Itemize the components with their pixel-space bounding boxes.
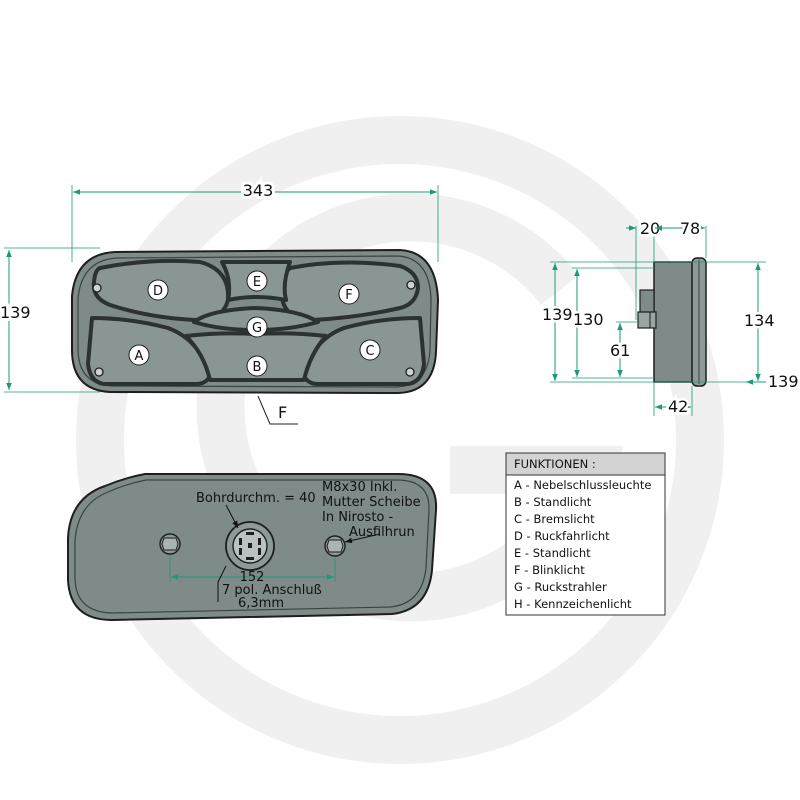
- segment-labels: D E F G A B C: [128, 270, 381, 377]
- rear-view: 152 Bohrdurchm. = 40 M8x30 Inkl. Mutter …: [67, 473, 438, 622]
- segment-label-e: E: [253, 275, 261, 290]
- segment-label-b: B: [253, 360, 262, 375]
- dim-61: 61: [610, 341, 630, 360]
- legend-item-f: F - Blinklicht: [514, 563, 585, 577]
- functions-legend: FUNKTIONEN : A - Nebelschlussleuchte B -…: [505, 452, 666, 616]
- bolt-note-line-2: Mutter Scheibe: [322, 495, 421, 510]
- seven-pin-connector: [225, 521, 275, 571]
- bolt-note-line-4: Ausfilhrun: [349, 525, 415, 540]
- side-connector: [637, 311, 657, 329]
- screw-top-left: [92, 283, 102, 293]
- dim-134: 134: [744, 311, 775, 330]
- screw-top-right: [406, 280, 416, 290]
- dim-42: 42: [668, 397, 688, 416]
- segment-label-d: D: [153, 284, 163, 299]
- connector-note-line-2: 6,3mm: [238, 596, 284, 611]
- segment-label-f: F: [345, 288, 352, 303]
- width-dimension: 343: [243, 181, 274, 200]
- bore-diameter-note: Bohrdurchm. = 40: [196, 491, 316, 506]
- segment-label-c: C: [365, 344, 374, 359]
- bolt-note-line-1: M8x30 Inkl.: [322, 480, 397, 495]
- f-callout-leader: [257, 395, 298, 425]
- bolt-note-line-3: In Nirosto -: [322, 510, 394, 525]
- dim-139-right: 139: [768, 372, 799, 391]
- legend-header: [505, 452, 666, 476]
- right-mounting-stud: [324, 535, 346, 557]
- dim-130: 130: [573, 310, 604, 329]
- dim-139-left: 139: [542, 305, 573, 324]
- screw-bottom-right: [405, 367, 415, 377]
- legend-item-b: B - Standlicht: [514, 495, 592, 509]
- segment-label-g: G: [252, 321, 262, 336]
- side-view: 20 78 139 130 61 134 139 42: [540, 217, 799, 419]
- f-callout-label: F: [278, 403, 287, 422]
- legend-item-h: H - Kennzeichenlicht: [514, 597, 632, 611]
- dim-20: 20: [640, 219, 660, 238]
- legend-item-e: E - Standlicht: [514, 546, 591, 560]
- screw-bottom-left: [94, 367, 104, 377]
- dim-78: 78: [680, 219, 700, 238]
- connector-note-line-1: 7 pol. Anschluß: [222, 583, 322, 598]
- side-housing: [653, 261, 697, 383]
- left-mounting-stud: [159, 533, 181, 555]
- legend-title: FUNKTIONEN :: [514, 457, 596, 471]
- segment-label-a: A: [135, 349, 144, 364]
- legend-item-d: D - Ruckfahrlicht: [514, 529, 610, 543]
- legend-item-a: A - Nebelschlussleuchte: [514, 478, 651, 492]
- dim-152: 152: [240, 570, 265, 585]
- watermark-logo: [76, 116, 724, 764]
- legend-item-c: C - Bremslicht: [514, 512, 595, 526]
- height-dimension: 139: [0, 303, 31, 322]
- front-view: 343 139 D E: [0, 178, 440, 425]
- legend-item-g: G - Ruckstrahler: [514, 580, 607, 594]
